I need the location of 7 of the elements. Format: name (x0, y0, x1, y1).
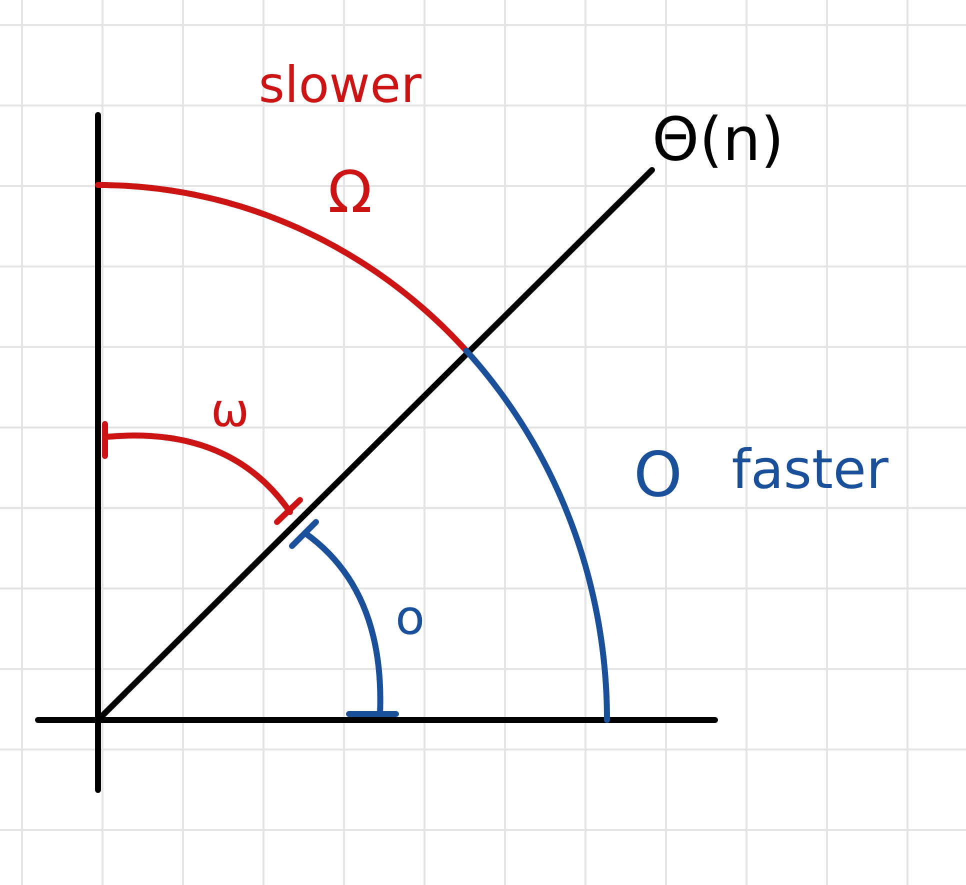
symbol-label: O (634, 444, 682, 506)
symbol-label: ω (210, 387, 250, 433)
curve-label: faster (732, 443, 888, 497)
curve-label: slower (258, 60, 422, 110)
line-label: Θ(n) (652, 110, 784, 170)
symbol-label: Ω (328, 163, 372, 221)
symbol-label: o (395, 594, 425, 642)
